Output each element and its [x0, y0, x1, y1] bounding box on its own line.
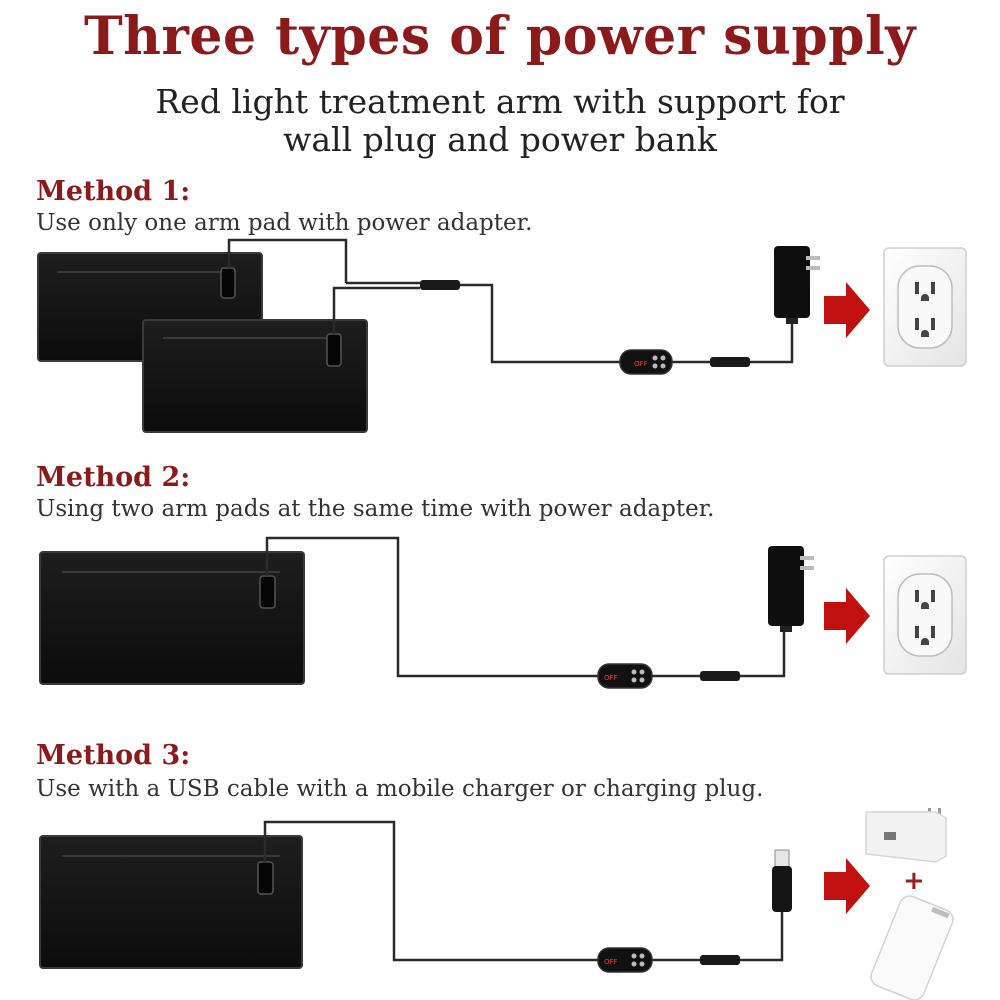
arm-pad — [142, 319, 368, 433]
method-1-title: Method 1: — [36, 176, 191, 207]
arm-pad — [39, 551, 305, 685]
controller: OFF — [597, 947, 653, 973]
svg-text:OFF: OFF — [604, 674, 618, 682]
subtitle-line-1: Red light treatment arm with support for — [155, 82, 845, 121]
power-adapter — [768, 546, 814, 632]
method-1-description: Use only one arm pad with power adapter. — [36, 210, 533, 236]
usb-plug — [772, 849, 792, 912]
method-2-title: Method 2: — [36, 462, 191, 493]
wall-outlet — [883, 555, 967, 675]
wall-charger — [865, 808, 947, 863]
power-adapter — [774, 246, 820, 324]
arrow-right-icon — [824, 858, 870, 914]
method-2-diagram: OFF — [39, 536, 967, 689]
arm-pad — [39, 835, 303, 969]
subtitle-line-2: wall plug and power bank — [283, 120, 717, 159]
method-3-description: Use with a USB cable with a mobile charg… — [36, 776, 764, 802]
arrow-right-icon — [824, 282, 870, 338]
controller: OFF — [619, 349, 673, 375]
power-bank — [870, 895, 954, 1000]
svg-text:OFF: OFF — [634, 360, 648, 368]
plus-separator: + — [903, 866, 925, 896]
method-1-diagram: OFF — [37, 238, 967, 433]
page-title: Three types of power supply — [83, 6, 917, 67]
method-3-diagram: OFF — [39, 808, 954, 1000]
method-2-description: Using two arm pads at the same time with… — [36, 496, 715, 522]
wall-outlet — [883, 247, 967, 367]
arrow-right-icon — [824, 588, 870, 644]
svg-text:OFF: OFF — [604, 958, 618, 966]
controller: OFF — [597, 663, 653, 689]
method-3-title: Method 3: — [36, 740, 191, 771]
